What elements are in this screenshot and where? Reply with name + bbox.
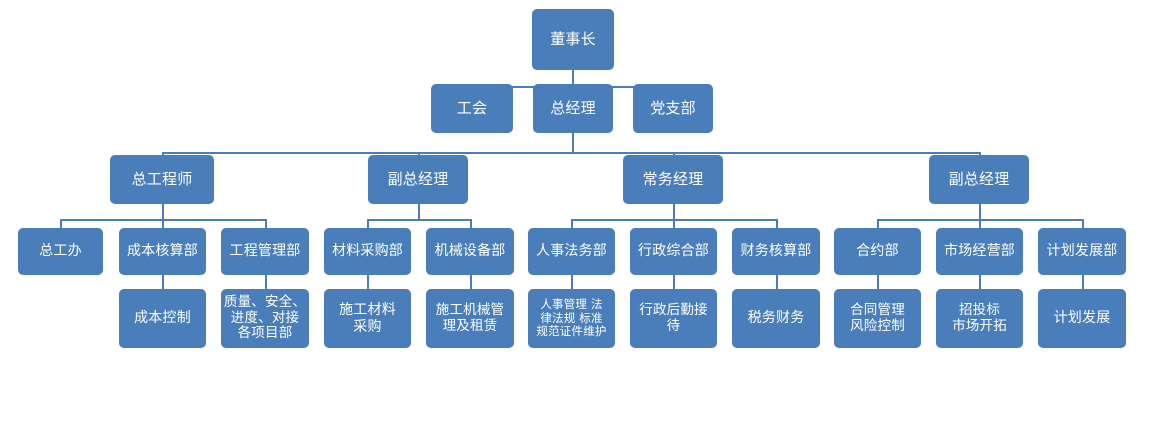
node-hr-legal-duties-label: 人事管理 法律法规 标准规范证件维护 [536,297,607,339]
connector-cost-accounting-up [162,219,164,230]
connector-bidding-market-link [979,275,981,289]
node-bidding-market[interactable]: 招投标市场开拓 [936,289,1023,348]
node-construction-material-purchase-label: 施工材料采购 [339,301,396,335]
connector-hr-duties-link [571,275,573,289]
node-union[interactable]: 工会 [431,84,513,133]
connector-chief-engineer-down [162,204,164,221]
node-quality-safety-progress-label: 质量、安全、进度、对接各项目部 [223,293,307,342]
connector-finance-accounting-up [776,219,778,230]
node-hr-legal-duties[interactable]: 人事管理 法律法规 标准规范证件维护 [528,289,615,348]
node-cost-control[interactable]: 成本控制 [119,289,206,348]
node-deputy-gm-right[interactable]: 副总经理 [929,155,1029,204]
node-plan-development-dept-label: 计划发展部 [1046,243,1118,260]
node-chief-engineer-label: 总工程师 [131,169,193,188]
node-machinery-equipment-dept-label: 机械设备部 [434,243,506,260]
node-contract-risk-label: 合同管理风险控制 [850,301,905,334]
connector-contract-dept-up [877,219,879,230]
node-finance-accounting-dept-label: 财务核算部 [740,243,812,260]
node-deputy-gm-right-label: 副总经理 [948,169,1010,188]
node-party-branch[interactable]: 党支部 [633,84,713,133]
node-union-label: 工会 [456,98,488,117]
connector-market-operation-up [979,219,981,230]
node-admin-logistics-label: 行政后勤接待 [639,301,708,334]
node-chief-eng-office[interactable]: 总工办 [18,228,103,275]
connector-deputy-gm-left-down [418,204,420,221]
node-cost-accounting-dept[interactable]: 成本核算部 [119,228,206,275]
connector-chairman-down [572,70,574,86]
node-tax-finance[interactable]: 税务财务 [732,289,820,348]
node-engineering-mgmt-dept-label: 工程管理部 [229,243,301,260]
connector-executive-manager-down [673,204,675,221]
connector-deputy-gm-left-bus [367,219,471,221]
node-general-manager[interactable]: 总经理 [533,84,613,133]
connector-contract-risk-link [877,275,879,289]
node-chief-engineer[interactable]: 总工程师 [110,155,214,204]
connector-plan-development-up [1082,219,1084,230]
node-plan-development-label: 计划发展 [1053,310,1111,327]
node-chief-eng-office-label: 总工办 [39,243,82,260]
node-executive-manager-label: 常务经理 [642,169,704,188]
node-admin-general-dept[interactable]: 行政综合部 [630,228,717,275]
node-contract-dept-label: 合约部 [856,243,899,260]
node-machinery-equipment-dept[interactable]: 机械设备部 [426,228,514,275]
connector-engineering-mgmt-up [265,219,267,230]
connector-tax-finance-link [776,275,778,289]
connector-machinery-equipment-up [470,219,472,230]
connector-cost-control-link [162,275,164,289]
node-quality-safety-progress[interactable]: 质量、安全、进度、对接各项目部 [221,289,309,348]
node-general-manager-label: 总经理 [550,98,596,117]
node-plan-development-dept[interactable]: 计划发展部 [1038,228,1126,275]
node-chairman[interactable]: 董事长 [532,9,614,70]
node-contract-dept[interactable]: 合约部 [834,228,921,275]
node-construction-machinery-label: 施工机械管理及租赁 [435,301,505,334]
connector-construction-machinery-link [470,275,472,289]
node-material-purchase-dept[interactable]: 材料采购部 [324,228,411,275]
node-party-branch-label: 党支部 [650,98,696,117]
connector-admin-logistics-link [673,275,675,289]
node-deputy-gm-left[interactable]: 副总经理 [368,155,468,204]
connector-construction-material-link [367,275,369,289]
connector-quality-safety-link [265,275,267,289]
node-plan-development[interactable]: 计划发展 [1038,289,1126,348]
node-admin-logistics[interactable]: 行政后勤接待 [630,289,717,348]
connector-admin-general-up [673,219,675,230]
node-engineering-mgmt-dept[interactable]: 工程管理部 [221,228,309,275]
node-contract-risk[interactable]: 合同管理风险控制 [834,289,921,348]
node-tax-finance-label: 税务财务 [747,310,805,327]
node-cost-control-label: 成本控制 [134,310,191,327]
node-chairman-label: 董事长 [550,29,596,48]
node-material-purchase-dept-label: 材料采购部 [332,243,403,260]
node-hr-legal-dept-label: 人事法务部 [536,243,607,260]
node-executive-manager[interactable]: 常务经理 [623,155,723,204]
connector-hr-legal-up [571,219,573,230]
node-construction-machinery[interactable]: 施工机械管理及租赁 [426,289,514,348]
connector-plan-dev-link [1082,275,1084,289]
connector-chief-eng-office-up [60,219,62,230]
connector-level3-bus [162,152,981,154]
node-admin-general-dept-label: 行政综合部 [638,243,709,260]
connector-deputy-gm-right-down [979,204,981,221]
connector-gm-down [572,133,574,154]
node-finance-accounting-dept[interactable]: 财务核算部 [732,228,820,275]
node-hr-legal-dept[interactable]: 人事法务部 [528,228,615,275]
node-deputy-gm-left-label: 副总经理 [387,169,449,188]
node-market-operation-dept[interactable]: 市场经营部 [936,228,1023,275]
connector-material-purchase-up [367,219,369,230]
node-bidding-market-label: 招投标市场开拓 [952,301,1007,334]
node-market-operation-dept-label: 市场经营部 [944,243,1015,260]
node-construction-material-purchase[interactable]: 施工材料采购 [324,289,411,348]
node-cost-accounting-dept-label: 成本核算部 [127,243,198,260]
